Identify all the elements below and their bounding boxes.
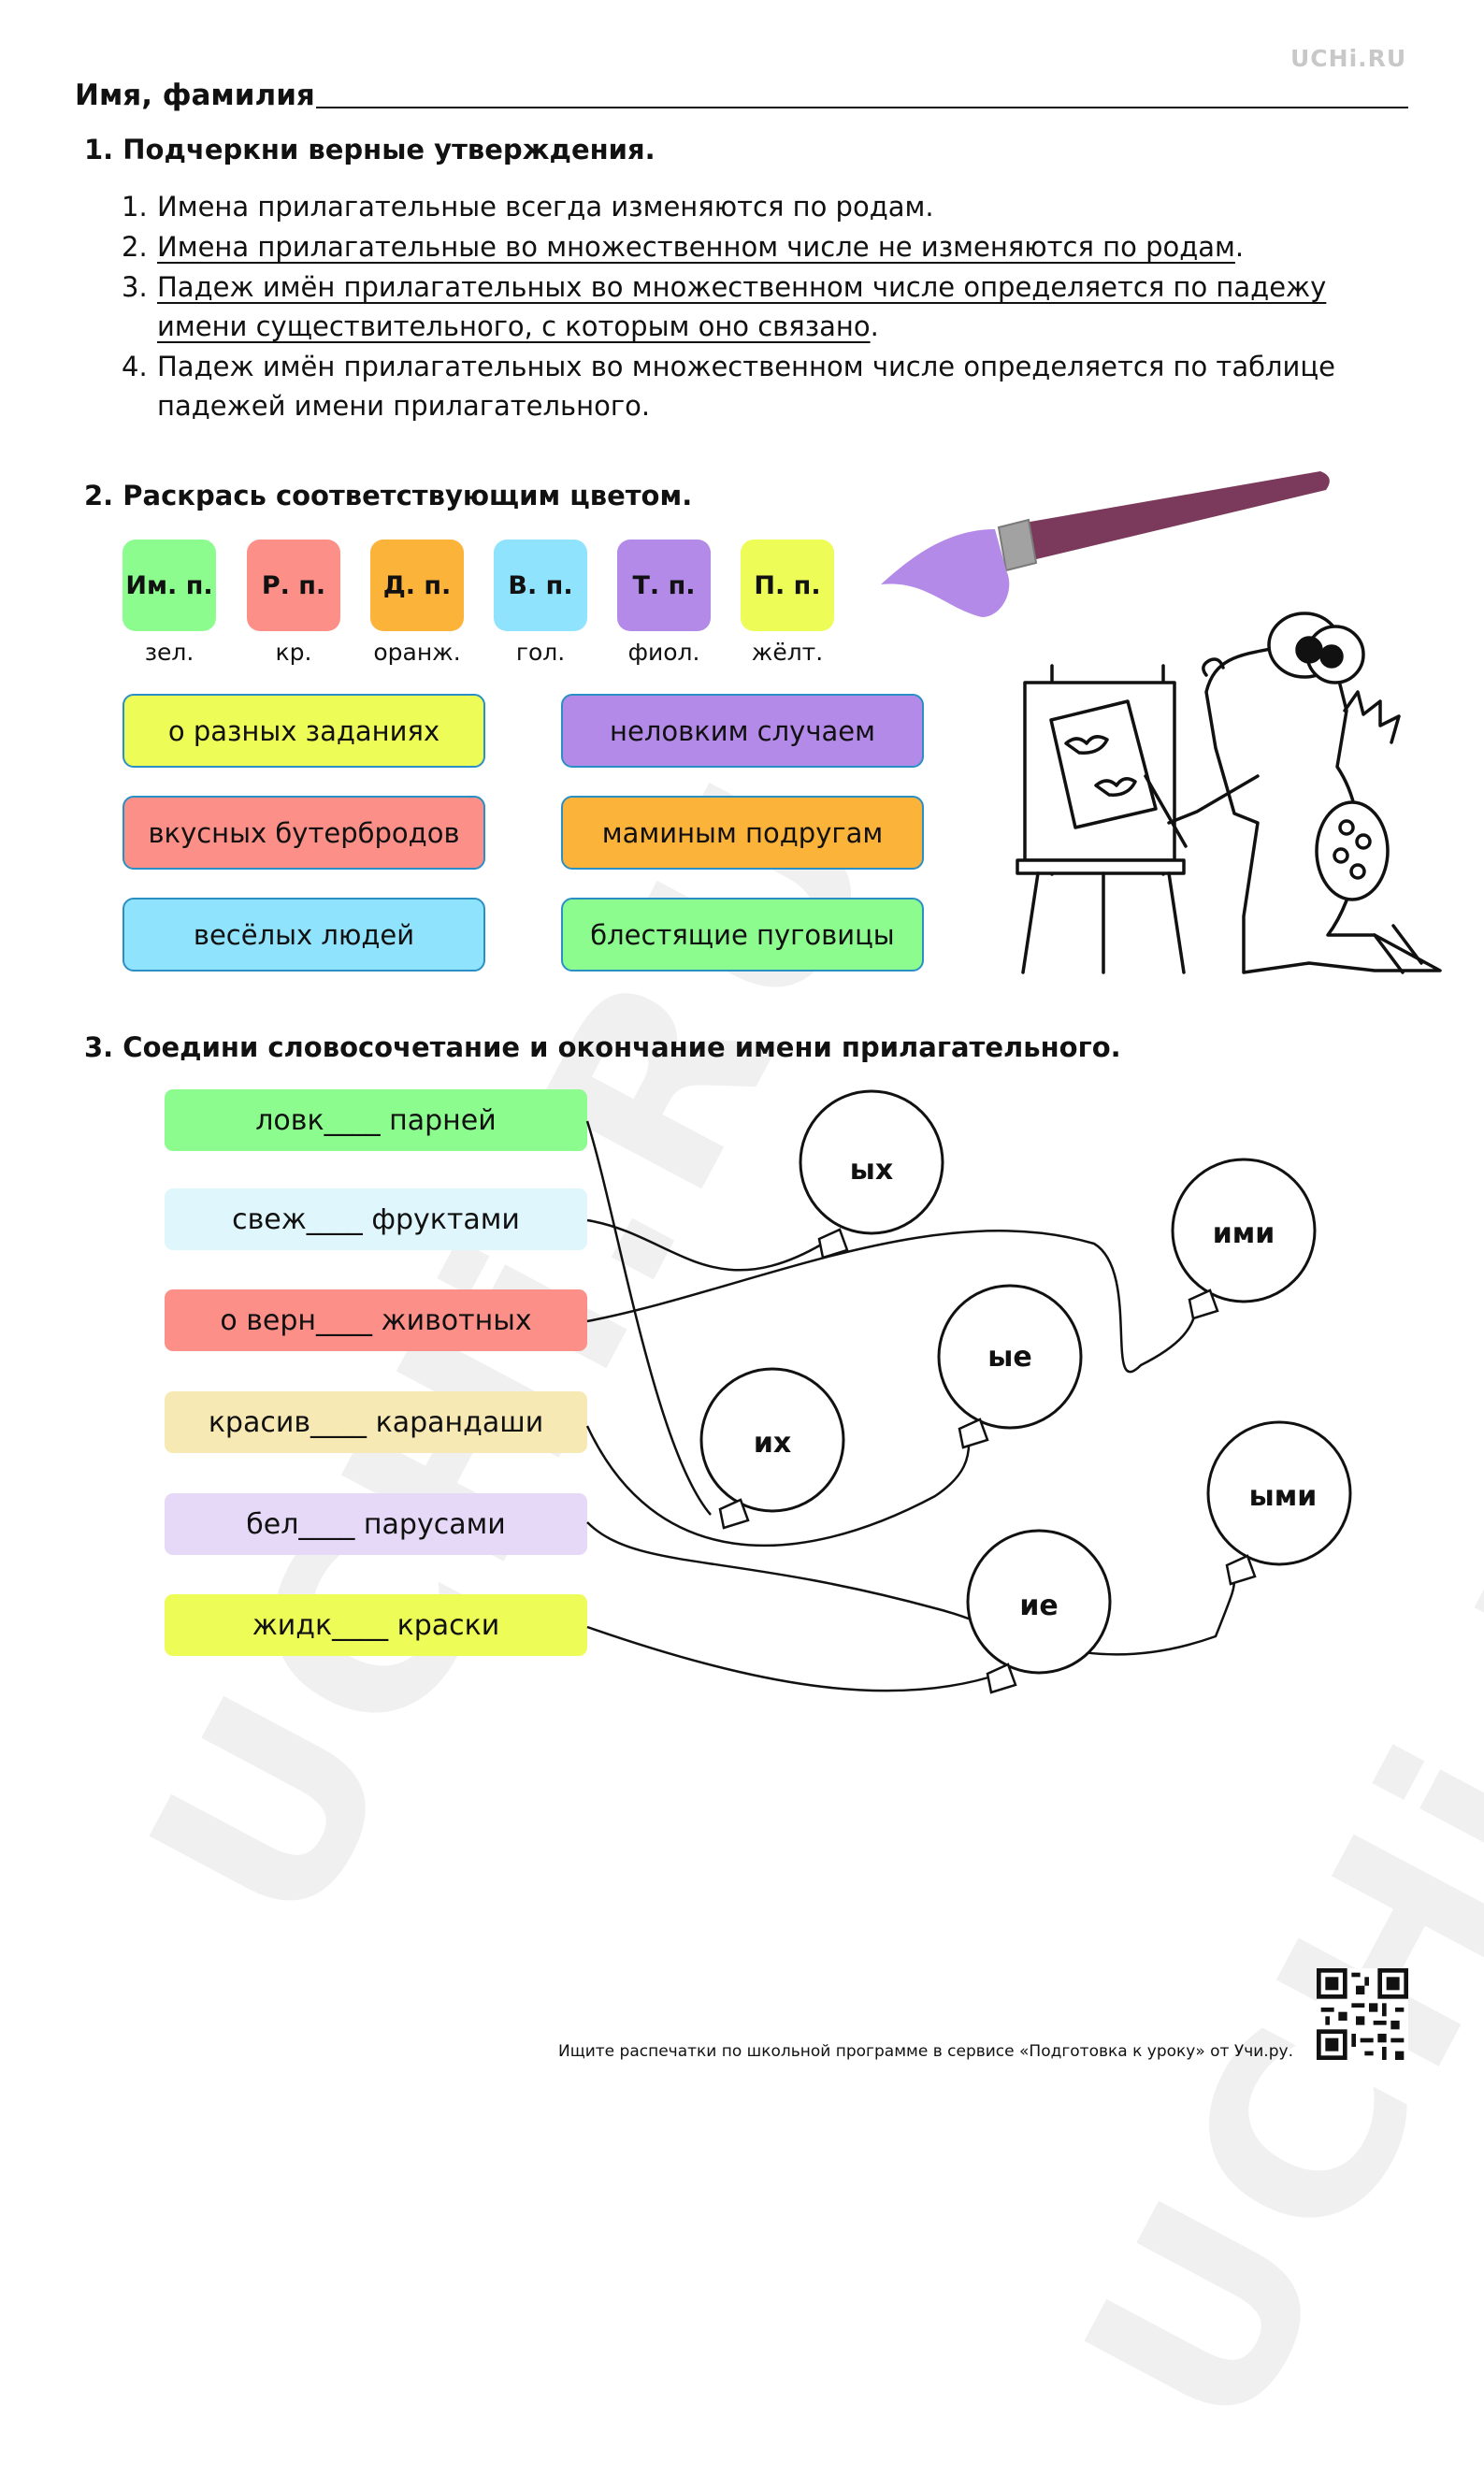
case-color-name: оранж.	[373, 639, 461, 666]
ending-balloon[interactable]: ыми	[1248, 1480, 1318, 1513]
ending-balloon[interactable]: их	[753, 1427, 792, 1460]
word-box[interactable]: блестящие пуговицы	[561, 898, 924, 972]
item-number: 1.	[122, 191, 148, 223]
item-tail: .	[1234, 231, 1245, 263]
task1-item-4[interactable]: 4. Падеж имён прилагательных во множеств…	[122, 347, 1384, 425]
phrase-box[interactable]: свеж____ фруктами	[165, 1188, 587, 1250]
item-text: падежей имени прилагательного.	[157, 390, 651, 422]
item-text: Падеж имён прилагательных во множественн…	[157, 351, 1335, 382]
case-chip-accusative: В. п.	[494, 540, 587, 631]
connection-lines	[585, 1089, 1352, 1694]
task1-item-3[interactable]: 3. Падеж имён прилагательных во множеств…	[122, 267, 1384, 346]
paintbrush-icon	[881, 471, 1330, 617]
word-box[interactable]: маминым подругам	[561, 796, 924, 870]
case-color-name: жёлт.	[751, 639, 824, 666]
word-box[interactable]: о разных заданиях	[122, 694, 485, 768]
word-box[interactable]: неловким случаем	[561, 694, 924, 768]
case-chip-prepositional: П. п.	[741, 540, 834, 631]
item-number: 4.	[122, 351, 148, 382]
case-chip-instrumental: Т. п.	[617, 540, 711, 631]
phrase-box[interactable]: бел____ парусами	[165, 1493, 587, 1555]
word-box[interactable]: весёлых людей	[122, 898, 485, 972]
name-label: Имя, фамилия	[75, 79, 315, 112]
name-input-line[interactable]	[316, 107, 1408, 108]
ending-balloon[interactable]: ими	[1212, 1217, 1275, 1250]
balloon-icon	[699, 1089, 1352, 1675]
case-color-name: фиол.	[627, 639, 700, 666]
case-color-name: гол.	[515, 639, 566, 666]
case-color-name: зел.	[144, 639, 195, 666]
word-box[interactable]: вкусных бутербродов	[122, 796, 485, 870]
qr-code-icon	[1317, 1968, 1408, 2060]
item-number: 3.	[122, 271, 148, 303]
task1-item-1[interactable]: 1. Имена прилагательные всегда изменяютс…	[122, 187, 1384, 226]
item-text-underlined: Имена прилагательные во множественном чи…	[157, 231, 1235, 263]
task3-title: 3. Соедини словосочетание и окончание им…	[84, 1031, 1121, 1063]
item-text-underlined: имени существительного, с которым оно св…	[157, 310, 871, 342]
task2-title: 2. Раскрась соответствующим цветом.	[84, 480, 693, 511]
illustration	[881, 471, 1442, 974]
phrase-box[interactable]: жидк____ краски	[165, 1594, 587, 1656]
phrase-box[interactable]: ловк____ парней	[165, 1089, 587, 1151]
case-chip-nominative: Им. п.	[122, 540, 216, 631]
case-color-name: кр.	[275, 639, 312, 666]
ending-balloon[interactable]: ых	[849, 1154, 894, 1187]
brand-logo: UCHi.RU	[1290, 45, 1407, 72]
ending-balloon[interactable]: ые	[987, 1341, 1032, 1374]
item-text: Имена прилагательные всегда изменяются п…	[157, 191, 934, 223]
case-chip-genitive: Р. п.	[247, 540, 340, 631]
crocodile-painter-illustration	[1016, 612, 1442, 974]
item-tail: .	[870, 310, 879, 342]
phrase-box[interactable]: красив____ карандаши	[165, 1391, 587, 1453]
phrase-box[interactable]: о верн____ животных	[165, 1289, 587, 1351]
ending-balloon[interactable]: ие	[1019, 1590, 1059, 1622]
item-number: 2.	[122, 231, 148, 263]
case-chip-dative: Д. п.	[370, 540, 464, 631]
item-text-underlined: Падеж имён прилагательных во множественн…	[157, 271, 1327, 303]
footer-text: Ищите распечатки по школьной программе в…	[558, 2042, 1293, 2061]
task1-title: 1. Подчеркни верные утверждения.	[84, 134, 656, 166]
task1-item-2[interactable]: 2. Имена прилагательные во множественном…	[122, 227, 1384, 266]
